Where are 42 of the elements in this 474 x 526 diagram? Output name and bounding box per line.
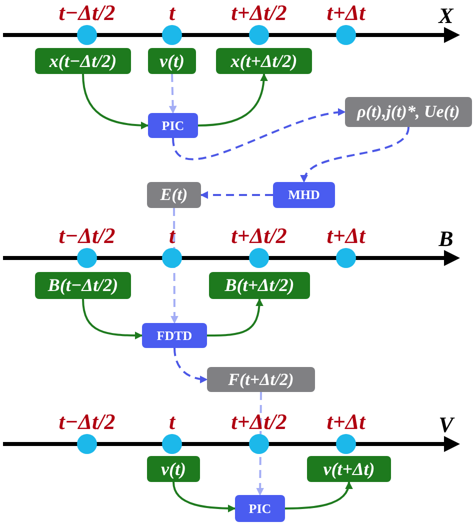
time-label: t+Δt/2 (231, 409, 287, 435)
time-label: t+Δt (326, 223, 366, 249)
dashed-arrow (256, 392, 264, 496)
dashed-arrow (302, 126, 410, 183)
solver-box: FDTD (142, 323, 207, 348)
curved-arrow (82, 298, 143, 340)
dashed-arrow (168, 74, 177, 114)
time-label: t (168, 0, 176, 26)
time-label: t+Δt (326, 409, 366, 435)
dashed-arrow (200, 191, 273, 199)
variable-box: x(t+Δt/2) (216, 48, 312, 74)
quantity-box: F(t+Δt/2) (207, 367, 315, 392)
solver-box: MHD (273, 182, 335, 208)
curved-arrow (172, 482, 236, 512)
axis-label: X (438, 3, 454, 29)
solver-box: PIC (148, 113, 198, 138)
time-label: t+Δt/2 (231, 223, 287, 249)
dashed-arrow (174, 348, 208, 384)
time-label: t−Δt/2 (58, 0, 116, 26)
variable-box: B(t−Δt/2) (35, 272, 131, 299)
curved-arrow (82, 74, 149, 130)
curved-arrow (285, 481, 352, 510)
curved-arrow (198, 73, 268, 126)
axis-label: V (438, 412, 454, 438)
solver-box: PIC (235, 495, 285, 522)
curved-arrow (207, 298, 264, 336)
time-label: t+Δt/2 (231, 0, 287, 26)
variable-box: v(t) (147, 456, 200, 482)
time-label: t (168, 223, 176, 249)
quantity-box: E(t) (147, 182, 201, 208)
variable-box: B(t+Δt/2) (209, 272, 310, 299)
time-label: t+Δt (326, 0, 366, 26)
quantity-box: ρ(t),j(t)*, Ue(t) (345, 97, 472, 127)
time-label: t (168, 409, 176, 435)
time-label: t−Δt/2 (58, 409, 116, 435)
dashed-arrow (172, 108, 346, 160)
variable-box: x(t−Δt/2) (35, 48, 131, 74)
time-label: t−Δt/2 (58, 223, 116, 249)
variable-box: v(t) (148, 48, 196, 74)
axis-label: B (438, 226, 454, 252)
dashed-arrow (170, 208, 178, 324)
variable-box: v(t+Δt) (307, 456, 391, 482)
